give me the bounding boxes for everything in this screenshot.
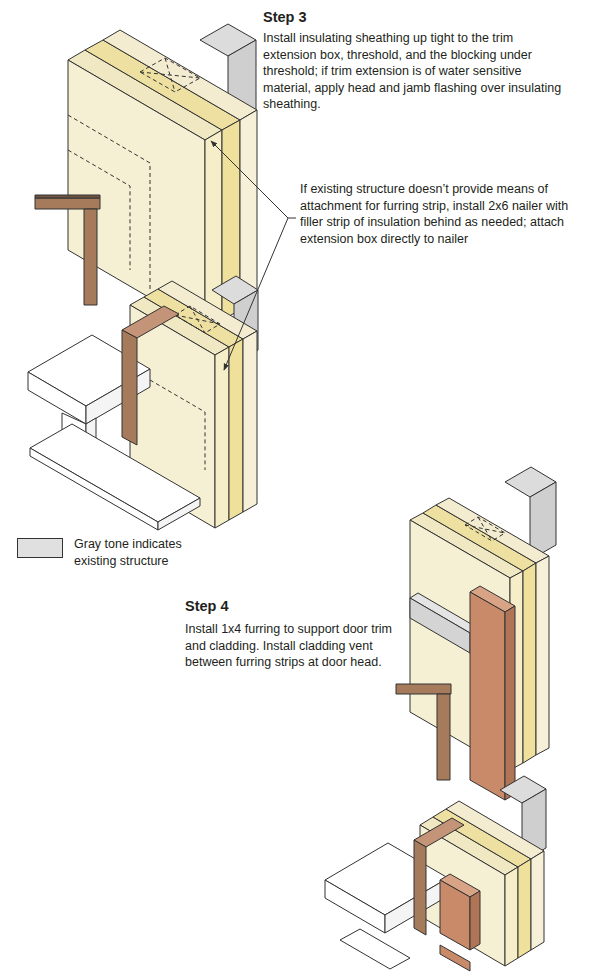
insulating-sheathing [531, 851, 544, 950]
extension-box [86, 369, 150, 424]
trim-extension [84, 209, 97, 305]
hidden-blocking [465, 517, 505, 541]
furring-strip [414, 840, 426, 935]
insulating-sheathing [536, 556, 549, 755]
extension-box [30, 424, 200, 522]
leader-line [211, 141, 288, 218]
detail-illustration [28, 24, 556, 971]
nailer [122, 330, 137, 445]
legend-swatch [17, 538, 63, 558]
hidden-blocking [140, 58, 200, 92]
hidden-blocking [175, 306, 220, 333]
hidden-blocking [150, 380, 205, 470]
hidden-blocking [150, 306, 220, 470]
extension-box [325, 880, 385, 933]
furring-strip [440, 880, 470, 950]
legend-text: Gray tone indicates existing structure [74, 536, 199, 569]
insulating-sheathing [229, 339, 243, 520]
hidden-blocking [175, 306, 220, 333]
hidden-blocking [465, 517, 505, 541]
step-instruction: Install insulating sheathing up tight to… [263, 30, 563, 113]
trim-extension [437, 694, 450, 780]
nailer [122, 306, 179, 445]
furring-strip [414, 818, 464, 847]
trim-extension [35, 195, 100, 305]
insulating-sheathing [243, 331, 257, 512]
extension-box [158, 498, 200, 530]
extension-box [28, 372, 86, 424]
furring-strip [440, 945, 470, 971]
furring-strip [470, 592, 505, 800]
cladding-vent [410, 598, 470, 653]
hidden-blocking [68, 150, 130, 270]
furring-strip [470, 891, 480, 950]
trim-extension [396, 684, 451, 694]
insulating-sheathing [205, 130, 222, 330]
cladding-vent [410, 593, 478, 653]
leader-line [288, 218, 296, 219]
insulating-sheathing [505, 867, 518, 966]
furring-strip [470, 586, 515, 800]
extension-box [28, 335, 200, 530]
extension-box [30, 448, 158, 530]
furring-strip [414, 818, 480, 971]
leader-line [224, 218, 288, 370]
trim-extension [35, 195, 100, 198]
step-heading: Step 4 [185, 597, 395, 615]
nailer [122, 306, 179, 338]
trim-extension [35, 198, 100, 209]
step-instruction: Install 1x4 furring to support door trim… [185, 621, 397, 671]
insulating-sheathing [523, 563, 536, 763]
trim-extension [396, 684, 451, 780]
extension-box [340, 929, 410, 969]
hidden-blocking [140, 58, 200, 92]
leader-line [211, 141, 296, 370]
insulating-sheathing [68, 30, 257, 330]
insulating-sheathing [215, 347, 229, 528]
callout-note: If existing structure doesn’t provide me… [300, 181, 590, 247]
step-heading: Step 3 [263, 8, 563, 26]
extension-box [325, 843, 448, 969]
hidden-blocking [465, 517, 505, 541]
furring-strip [505, 606, 515, 800]
insulating-sheathing [518, 859, 531, 958]
